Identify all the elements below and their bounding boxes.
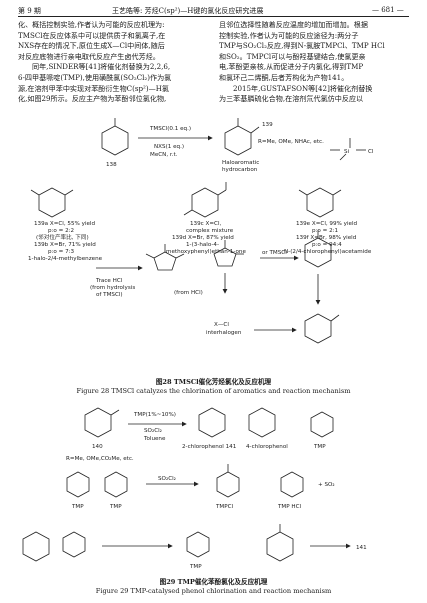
condition-text: TMSCl(0.1 eq.): [149, 126, 191, 132]
transition-state: [22, 531, 86, 562]
figure-29-caption-en: Figure 29 TMP-catalysed phenol chlorinat…: [95, 587, 332, 595]
page-number: — 681 —: [372, 6, 404, 14]
structure-139ab: [30, 187, 74, 218]
condition-text: TMP(1%~10%): [133, 412, 176, 418]
text-line: 对反应底物进行亲电取代反应产生卤代芳烃。: [18, 51, 160, 61]
left-column: 化、概括控制实验,作者认为可能的反应机理为: TMSCl在反应体系中可以提供质子…: [18, 20, 208, 105]
compound-name: N-(2/4-chlorophenyl)acetamide: [284, 249, 372, 255]
benzene-ring-139: [224, 118, 260, 156]
r-group-definition: R=Me, OMe, NHAc, etc.: [258, 139, 324, 145]
text-line: NXS存在的情况下,原位生成X—Cl中间体,随后: [18, 41, 165, 51]
text-line: 为三苯基膦硫化合物,在溶剂氘代氯仿中反应以: [219, 94, 364, 104]
text-line: TMSCl在反应体系中可以提供质子和氯离子,在: [18, 30, 166, 40]
chlorophenol-2: [198, 407, 226, 438]
right-column: 且邻位选择性随着反应温度的增加而增加。根据 控制实验,作者认为可能的反应途径为:…: [219, 20, 409, 105]
compound-name: methoxyphenyl)ethan-1-one: [166, 249, 246, 255]
yield-text: 139c X=Cl,: [190, 221, 222, 227]
atom-label: Cl: [368, 149, 374, 155]
succinimide-structure: [145, 244, 185, 271]
note-text: complex mixture: [186, 228, 234, 234]
text-line: 2015年,GUSTAFSON等[42]将催化剂替换: [233, 83, 373, 93]
figure-28: 138 TMSCl(0.1 eq.) NXS(1 eq.) MeCN, r.t.…: [28, 118, 374, 344]
text-line: TMP与SO₂Cl₂反应,得到N-氯胺TMPCl、TMP HCl: [219, 41, 385, 51]
product-label: TMP: [313, 444, 326, 450]
chlorocyclohexadienone: [266, 524, 294, 562]
note-text: (邻对位产率比, 下同): [36, 233, 89, 241]
text-line: 源,在溶剂甲苯中实现对苯酚衍生物C(sp²)—H氯: [18, 83, 170, 93]
figure-29-caption-cn: 图29 TMP催化苯酚氯化及反应机理: [159, 578, 268, 586]
product-name: Haloaromatic: [222, 160, 259, 166]
mechanism-label: interhalogen: [206, 330, 242, 336]
tmpcl-label: TMPCl: [215, 504, 234, 510]
structure-139cd: [183, 182, 227, 218]
tmp-regenerated: [186, 531, 210, 558]
byproduct-label: + SO₂: [318, 482, 335, 488]
running-title: 王艺皓等: 芳烃C(sp²)—H键的氯化反应研究进展: [112, 7, 264, 15]
product-number: 139: [262, 122, 273, 128]
mechanism-label: Trace HCl: [95, 278, 123, 284]
header-rule: [18, 16, 409, 17]
figure-28-caption-cn: 图28 TMSCl催化芳烃氯化及反应机理: [155, 378, 272, 386]
text-line: 和氯环己二烯酮,后者芳构化为产物141。: [219, 72, 349, 82]
mechanism-label: (from HCl): [174, 290, 203, 296]
tmphcl-label: TMP HCl: [277, 504, 302, 510]
chlorophenol-4: [248, 407, 276, 438]
arene-intermediate: [304, 230, 332, 268]
text-line: 电,苯酚更亲核,从而促进分子内氯化,得到TMP: [219, 62, 364, 72]
condition-text: MeCN, r.t.: [150, 152, 178, 158]
substrate-label: 138: [106, 162, 117, 168]
mechanism-label: X—Cl: [214, 322, 229, 328]
yield-text: 139f X=Br, 98% yield: [296, 235, 357, 241]
tmp-label: TMP: [189, 564, 202, 570]
condition-text: NXS(1 eq.): [154, 144, 184, 150]
ratio-text: p:o = 2:1: [312, 228, 339, 234]
compound-name: 1-halo-2/4-methylbenzene: [28, 256, 103, 262]
product-label: 2-chlorophenol 141: [182, 444, 237, 450]
issue-label: 第 9 期: [18, 7, 41, 15]
condition-text: Toluene: [143, 436, 166, 442]
product-number: 141: [356, 545, 367, 551]
ratio-text: p:o = 2:2: [48, 228, 74, 234]
ratio-text: p:o = 94:4: [312, 242, 342, 248]
figure-29: 140 TMP(1%~10%) SO₂Cl₂ Toluene 2-chlorop…: [22, 407, 367, 570]
compound-name: 1-(3-halo-4-: [186, 242, 219, 248]
yield-text: 139e X=Cl, 99% yield: [296, 221, 358, 227]
phenol-140: [84, 407, 120, 438]
r-group-definition: R=Me, OMe,CO₂Me, etc.: [66, 456, 134, 462]
figure-28-caption-en: Figure 28 TMSCl catalyzes the chlorinati…: [76, 387, 351, 395]
tmp-label: TMP: [71, 504, 84, 510]
yield-text: 139a X=Cl, 55% yield: [34, 221, 95, 227]
atom-label: Si: [344, 149, 350, 155]
tmp-pair: [66, 471, 128, 498]
tmp-label: TMP: [109, 504, 122, 510]
text-line: 同年,SINDER等[41]将催化剂替换为2,2,6,: [32, 62, 171, 72]
structure-139ef: [298, 187, 342, 218]
succinimide-protonated: [213, 240, 244, 267]
substrate-label: 140: [92, 444, 103, 450]
text-line: 且邻位选择性随着反应温度的增加而增加。根据: [219, 20, 368, 29]
condition-text: SO₂Cl₂: [144, 428, 162, 434]
text-line: 6-四甲基哌啶(TMP),使用磺酰氯(SO₂Cl₂)作为氯: [18, 72, 172, 82]
haloarene-product: [304, 313, 340, 344]
text-line: 控制实验,作者认为可能的反应途径为:两分子: [219, 30, 359, 40]
benzene-ring-138: [101, 118, 129, 156]
product-name: hydrocarbon: [222, 167, 258, 173]
yield-text: 139b X=Br, 71% yield: [34, 242, 96, 248]
mechanism-label: (from hydrolysis: [90, 285, 135, 291]
ratio-text: p:o = 7:3: [48, 249, 75, 255]
tmpcl-structure: [216, 464, 240, 498]
tmphcl-structure: [280, 471, 304, 498]
mechanism-label: of TMSCl): [96, 292, 123, 298]
mechanism-label: or TMSCl: [262, 250, 287, 256]
text-line: 化,如图29所示。反应主产物为苯酚邻位氯化物,: [18, 94, 167, 104]
tmp-structure: [310, 411, 334, 438]
yield-text: 139d X=Br, 87% yield: [172, 235, 234, 241]
product-label: 4-chlorophenol: [246, 444, 288, 450]
text-line: 和SO₂。TMPCl可以与酚羟基键结合,使氯更亲: [219, 51, 366, 61]
tmscl-structure: [330, 138, 366, 161]
text-line: 化、概括控制实验,作者认为可能的反应机理为:: [18, 20, 165, 29]
reagent-label: SO₂Cl₂: [158, 476, 176, 482]
